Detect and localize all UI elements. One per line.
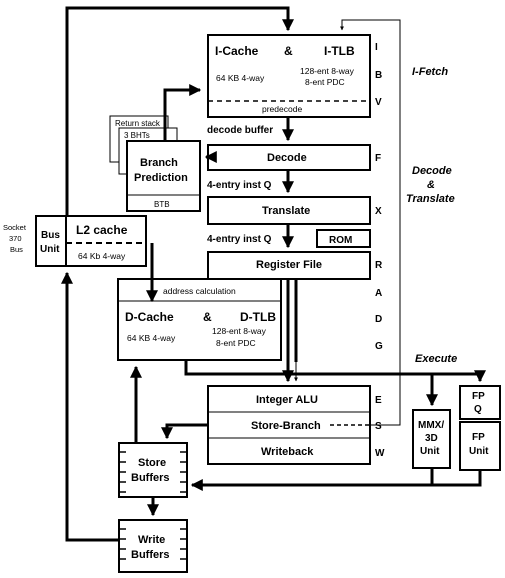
dtlb-title: D-TLB: [240, 310, 276, 324]
store-branch-label: Store-Branch: [251, 420, 321, 432]
store-buffers-label-1: Store: [138, 457, 166, 469]
bht-label: 3 BHTs: [124, 131, 150, 140]
write-buffers-ticks: [119, 528, 187, 560]
ifetch-phase-label: I-Fetch: [412, 66, 448, 78]
branch-prediction-label-1: Branch: [140, 157, 178, 169]
fp-unit-label-1: FP: [472, 432, 485, 443]
bus-to-icache-wire: [65, 6, 294, 216]
decode-phase-label-1: Decode: [412, 165, 452, 177]
inst-queue-1-label: 4-entry inst Q: [207, 180, 272, 191]
decode-phase-label-3: Translate: [406, 193, 455, 205]
store-buffers-ticks: [119, 451, 187, 493]
integer-alu-label: Integer ALU: [256, 394, 318, 406]
stage-a: A: [375, 288, 382, 299]
itlb-title: I-TLB: [324, 44, 355, 58]
decode-label: Decode: [267, 152, 307, 164]
mmx-label-3: Unit: [420, 446, 440, 457]
btb-label: BTB: [154, 200, 170, 209]
l2-cache-box: [65, 215, 147, 267]
icache-itlb-box: [207, 34, 371, 118]
dcache-to-execute-wire: [184, 360, 486, 383]
icache-detail: 64 KB 4-way: [216, 73, 265, 83]
decode-buffer-label: decode buffer: [207, 125, 273, 136]
inst-queue-2-label: 4-entry inst Q: [207, 234, 272, 245]
translate-label: Translate: [262, 205, 310, 217]
socket-label-1: Socket: [3, 223, 27, 232]
storebranch-to-storebuffers-wire: [161, 423, 208, 440]
fp-queue-box: [459, 385, 501, 420]
fpq-label-1: FP: [472, 391, 485, 402]
stage-i: I: [375, 42, 378, 53]
units-to-storebuffers-wire: [190, 470, 482, 491]
socket-label-2: 370: [9, 234, 22, 243]
dcache-detail: 64 KB 4-way: [127, 333, 176, 343]
address-calc-label: address calculation: [163, 286, 236, 296]
decode-phase-label-2: &: [427, 179, 435, 191]
icache-title: I-Cache: [215, 44, 259, 58]
branch-feedback-wire: [340, 19, 401, 426]
register-file-box: [207, 251, 371, 280]
stage-g: G: [375, 341, 383, 352]
itlb-detail-1: 128-ent 8-way: [300, 66, 355, 76]
stage-v: V: [375, 97, 382, 108]
rom-label: ROM: [329, 235, 352, 246]
translate-box: [207, 196, 371, 225]
write-buffers-label-2: Buffers: [131, 549, 170, 561]
register-file-label: Register File: [256, 259, 322, 271]
dcache-dtlb-box: [117, 278, 282, 361]
bus-unit-label-2: Unit: [40, 244, 60, 255]
fpq-label-2: Q: [474, 404, 482, 415]
dcache-amp: &: [203, 310, 212, 324]
stage-x: X: [375, 206, 382, 217]
mmx-label-2: 3D: [425, 433, 438, 444]
socket-label-3: Bus: [10, 245, 23, 254]
store-buffers-box: [118, 442, 188, 498]
stage-f: F: [375, 153, 381, 164]
branch-to-icache-wire: [163, 84, 202, 141]
stage-d: D: [375, 314, 382, 325]
stage-r: R: [375, 260, 383, 271]
predecode-label: predecode: [262, 104, 302, 114]
dcache-title: D-Cache: [125, 310, 174, 324]
branch-prediction-box: [126, 140, 201, 212]
dtlb-detail-1: 128-ent 8-way: [212, 326, 267, 336]
stage-w: W: [375, 448, 385, 459]
rom-box: [316, 229, 371, 248]
branch-prediction-label-2: Prediction: [134, 172, 188, 184]
bus-unit-label-1: Bus: [41, 230, 60, 241]
itlb-detail-2: 8-ent PDC: [305, 77, 345, 87]
execute-box: [207, 385, 371, 465]
writeback-label: Writeback: [261, 446, 314, 458]
fp-unit-label-2: Unit: [469, 446, 489, 457]
return-stack-label: Return stack: [115, 119, 161, 128]
writebuffers-to-bus-wire: [61, 271, 119, 542]
bus-unit-box: [35, 215, 67, 267]
execute-phase-label: Execute: [415, 353, 457, 365]
stage-e: E: [375, 395, 382, 406]
write-buffers-label-1: Write: [138, 534, 165, 546]
icache-amp: &: [284, 44, 293, 58]
store-buffers-label-2: Buffers: [131, 472, 170, 484]
stage-b: B: [375, 70, 382, 81]
write-buffers-box: [118, 519, 188, 573]
stage-s: S: [375, 421, 382, 432]
l2-cache-detail: 64 Kb 4-way: [78, 251, 126, 261]
decode-box: [207, 144, 371, 171]
mmx-label-1: MMX/: [418, 420, 444, 431]
l2-cache-title: L2 cache: [76, 223, 128, 237]
dtlb-detail-2: 8-ent PDC: [216, 338, 256, 348]
